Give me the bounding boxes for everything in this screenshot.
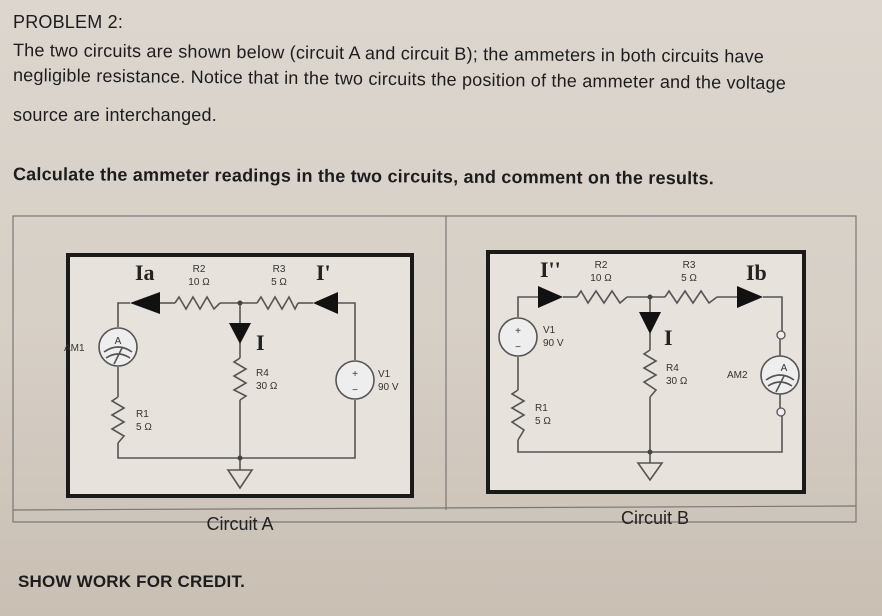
v1-value: 90 V bbox=[378, 382, 399, 393]
r4-name: R4 bbox=[666, 363, 679, 374]
v1-value: 90 V bbox=[543, 338, 564, 349]
r4-value: 30 Ω bbox=[256, 381, 278, 392]
ammeter-label: AM2 bbox=[727, 370, 748, 381]
ammeter-terminal-top bbox=[776, 330, 786, 340]
r3-value: 5 Ω bbox=[681, 273, 697, 284]
r4-value: 30 Ω bbox=[666, 376, 688, 387]
problem-text-line-3: source are interchanged. bbox=[13, 105, 217, 125]
r1-name: R1 bbox=[136, 409, 149, 420]
ammeter-label: AM1 bbox=[64, 343, 85, 354]
circuit-a: A + − AM1 Ia I' I R2 10 Ω R3 5 Ω R4 30 Ω… bbox=[64, 253, 414, 498]
current-label-ib: Ib bbox=[746, 260, 767, 285]
svg-text:−: − bbox=[352, 385, 358, 396]
r3-value: 5 Ω bbox=[271, 277, 287, 288]
resistor-r4-icon bbox=[642, 349, 658, 398]
voltage-source-v1-icon: + − bbox=[498, 317, 538, 357]
svg-text:A: A bbox=[115, 336, 122, 347]
current-label-i: I bbox=[256, 330, 265, 355]
r2-name: R2 bbox=[193, 264, 206, 275]
r2-name: R2 bbox=[595, 260, 608, 271]
svg-text:−: − bbox=[515, 342, 521, 353]
table-frame bbox=[12, 215, 857, 523]
v1-name: V1 bbox=[378, 369, 391, 380]
ammeter-am1-icon: A bbox=[98, 327, 138, 367]
r2-value: 10 Ω bbox=[188, 277, 210, 288]
r3-name: R3 bbox=[683, 260, 696, 271]
current-arrow-i-prime-icon bbox=[313, 292, 338, 314]
resistor-r2-icon bbox=[174, 295, 221, 311]
resistor-r3-icon bbox=[256, 295, 299, 311]
current-arrow-ib-icon bbox=[737, 286, 763, 308]
current-label-i: I bbox=[664, 325, 673, 350]
resistor-r2-icon bbox=[576, 289, 628, 305]
r2-value: 10 Ω bbox=[590, 273, 612, 284]
r1-value: 5 Ω bbox=[136, 422, 152, 433]
resistor-r1-icon bbox=[510, 389, 526, 441]
r1-name: R1 bbox=[535, 403, 548, 414]
circuit-b-caption: Circuit B bbox=[621, 508, 689, 528]
svg-text:A: A bbox=[781, 363, 788, 374]
current-arrow-i-icon bbox=[639, 312, 661, 334]
current-arrow-i-double-prime-icon bbox=[538, 286, 563, 308]
circuit-a-wires bbox=[117, 302, 356, 470]
r4-name: R4 bbox=[256, 368, 269, 379]
current-label-i-prime: I' bbox=[316, 260, 331, 285]
current-arrow-ia-icon bbox=[130, 292, 160, 314]
svg-text:+: + bbox=[515, 326, 521, 337]
problem-title: PROBLEM 2: bbox=[13, 12, 124, 32]
resistor-r3-icon bbox=[664, 289, 718, 305]
current-label-ia: Ia bbox=[135, 260, 155, 285]
v1-name: V1 bbox=[543, 325, 556, 336]
current-label-i-double-prime: I'' bbox=[540, 257, 561, 282]
show-work-note: SHOW WORK FOR CREDIT. bbox=[18, 572, 246, 591]
current-arrow-i-icon bbox=[229, 323, 251, 344]
ammeter-am2-icon: A bbox=[760, 355, 800, 395]
resistor-r4-icon bbox=[232, 357, 248, 401]
ammeter-terminal-bottom bbox=[776, 407, 786, 417]
ground-icon bbox=[636, 462, 664, 482]
circuit-a-caption: Circuit A bbox=[206, 514, 273, 534]
ground-icon bbox=[226, 469, 254, 490]
voltage-source-v1-icon: + − bbox=[335, 360, 375, 400]
resistor-r1-icon bbox=[110, 396, 126, 444]
r3-name: R3 bbox=[273, 264, 286, 275]
svg-text:+: + bbox=[352, 369, 358, 380]
circuit-b: + − A AM2 I'' Ib I R2 10 Ω R3 5 Ω R4 30 … bbox=[486, 250, 806, 494]
r1-value: 5 Ω bbox=[535, 416, 551, 427]
